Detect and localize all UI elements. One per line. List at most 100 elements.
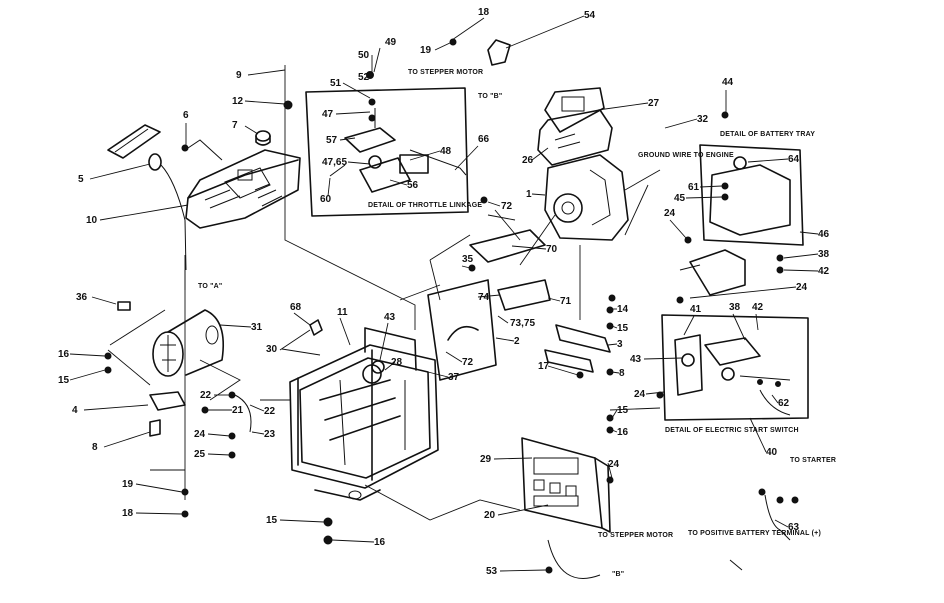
frame-drawing (289, 327, 439, 501)
leader-line-71 (547, 297, 561, 302)
leader-line-15 (69, 369, 106, 381)
part-number-60: 60 (320, 194, 332, 205)
leader-line-32 (664, 118, 698, 129)
leader-line-45 (685, 196, 723, 199)
part-number-64: 64 (788, 154, 800, 165)
leader-line-15 (611, 409, 618, 419)
leader-line-63 (774, 519, 789, 528)
part-number-47: 47 (322, 109, 334, 120)
leader-line-9 (247, 69, 286, 76)
part-number-15: 15 (266, 515, 278, 526)
part-number-11: 11 (337, 307, 348, 318)
leader-line-8 (103, 431, 151, 448)
leader-line-30 (281, 348, 321, 356)
leader-line-22 (249, 404, 265, 412)
part-number-71: 71 (560, 296, 572, 307)
leader-line-56 (389, 179, 408, 186)
part-number-30: 30 (266, 344, 278, 355)
part-number-2: 2 (514, 336, 520, 347)
part-number-8: 8 (619, 368, 625, 379)
leader-line-2 (495, 337, 515, 342)
part-number-35: 35 (462, 254, 474, 265)
leader-line-70 (511, 245, 547, 250)
leader-line-42 (755, 313, 759, 331)
part-number-24: 24 (194, 429, 206, 440)
leader-line-18 (451, 17, 485, 41)
leader-line-68 (293, 312, 311, 326)
leader-line-27 (597, 102, 649, 111)
part-number-18: 18 (122, 508, 134, 519)
isolator-drawing (149, 419, 161, 437)
leader-line-72 (445, 351, 463, 363)
battery-tray-detail-drawing (679, 144, 804, 296)
control-panel-drawing (521, 437, 611, 533)
leader-line-23 (251, 431, 265, 435)
part-number-12: 12 (232, 96, 244, 107)
caption-detail-battery-tray: DETAIL OF BATTERY TRAY (720, 131, 815, 138)
leader-line-57 (339, 137, 356, 141)
caption-to-stepper-motor-top: TO STEPPER MOTOR (408, 69, 483, 76)
part-number-74: 74 (478, 292, 490, 303)
shield-cutout-drawing (447, 325, 479, 341)
part-number-22: 22 (200, 390, 212, 401)
part-number-14: 14 (617, 304, 629, 315)
part-number-15: 15 (617, 405, 629, 416)
part-number-72: 72 (501, 201, 513, 212)
leader-line-35 (461, 265, 471, 269)
part-number-46: 46 (818, 229, 830, 240)
leader-line-5 (89, 163, 151, 180)
caption-detail-electric-start: DETAIL OF ELECTRIC START SWITCH (665, 427, 799, 434)
leader-line-15 (279, 519, 325, 523)
leader-line-15 (611, 325, 618, 329)
part-number-19: 19 (122, 479, 134, 490)
leader-line-18 (135, 512, 183, 515)
leader-line-24 (207, 433, 231, 437)
throttle-detail-drawing (305, 87, 469, 217)
rail-lower-drawing (544, 349, 594, 373)
part-number-32: 32 (697, 114, 709, 125)
leader-line-72 (487, 201, 501, 207)
pad-drawing (117, 301, 131, 311)
leader-line-20 (497, 504, 549, 516)
caption-to-b-top: TO "B" (478, 93, 502, 100)
caption-to-positive-battery: TO POSITIVE BATTERY TERMINAL (+) (688, 530, 821, 537)
part-number-24: 24 (608, 459, 620, 470)
rail-drawing (555, 324, 611, 353)
part-number-56: 56 (407, 180, 419, 191)
leader-line-66 (454, 145, 479, 171)
leader-line-73-75 (497, 315, 509, 324)
wiring-drawing (234, 394, 791, 579)
part-number-72: 72 (462, 357, 474, 368)
leader-line-26 (531, 147, 549, 161)
part-number-43: 43 (384, 312, 396, 323)
part-number-51: 51 (330, 78, 342, 89)
leader-line-24 (607, 462, 613, 479)
part-number-28: 28 (391, 357, 403, 368)
leader-line-54 (505, 15, 585, 49)
part-number-54: 54 (584, 10, 596, 21)
part-number-38: 38 (729, 302, 741, 313)
leader-line-31 (219, 324, 252, 328)
alternator-drawing (152, 309, 224, 377)
leader-line-11 (339, 317, 351, 346)
part-number-15: 15 (58, 375, 70, 386)
part-number-70: 70 (546, 244, 558, 255)
leader-line-29 (493, 457, 533, 460)
leader-line-41 (683, 315, 695, 336)
leader-line-61 (699, 185, 723, 188)
leader-line-10 (99, 204, 189, 221)
plate-upper-drawing (469, 229, 546, 263)
caption-to-a: TO "A" (198, 283, 222, 290)
part-number-17: 17 (538, 361, 550, 372)
part-number-15: 15 (617, 323, 629, 334)
part-number-10: 10 (86, 215, 98, 226)
leader-line-7 (244, 125, 259, 135)
part-number-16: 16 (374, 537, 386, 548)
part-number-73-75: 73,75 (510, 318, 535, 329)
part-number-42: 42 (752, 302, 764, 313)
part-number-31: 31 (251, 322, 263, 333)
part-number-49: 49 (385, 37, 397, 48)
leader-line-24 (669, 219, 687, 239)
part-number-6: 6 (183, 110, 189, 121)
